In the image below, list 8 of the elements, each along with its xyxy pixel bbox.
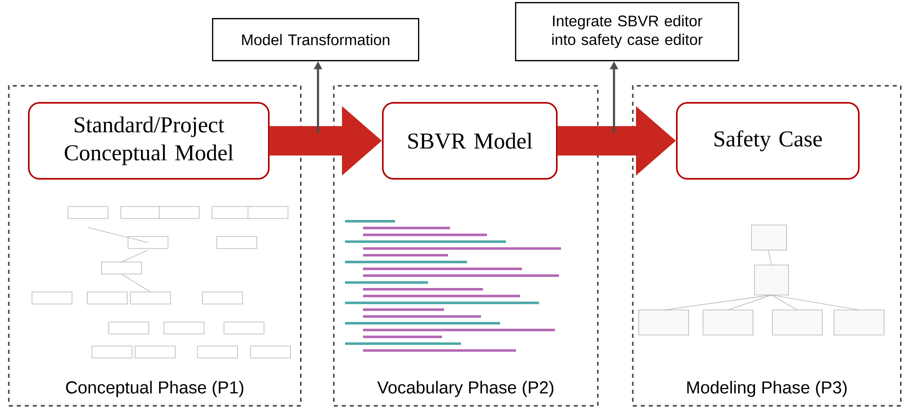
note-box: Model Transformation xyxy=(212,18,420,62)
diagram-screenshot-drawing xyxy=(345,220,561,352)
diagram-screenshot-drawing xyxy=(638,224,884,336)
diagram-screenshot-drawing xyxy=(32,206,291,358)
process-box: Safety Case xyxy=(676,102,860,180)
process-box: SBVR Model xyxy=(382,102,558,180)
note-box: Integrate SBVR editor into safety case editor xyxy=(515,2,740,62)
process-box: Standard/Project Conceptual Model xyxy=(28,102,270,180)
